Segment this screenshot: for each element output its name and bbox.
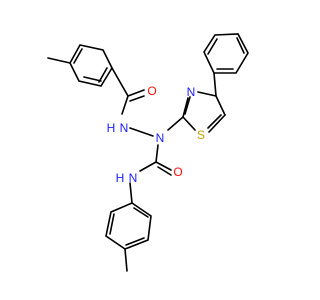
bond bbox=[157, 166, 172, 176]
bond bbox=[73, 48, 83, 64]
benzene-ring-bottom bbox=[105, 202, 152, 250]
bond bbox=[124, 248, 128, 272]
bond bbox=[208, 114, 226, 133]
bonds bbox=[47, 33, 249, 272]
bond bbox=[207, 114, 222, 129]
oxygen-atom-urea: O bbox=[173, 165, 182, 179]
bond bbox=[129, 182, 133, 204]
chemical-structure: O H N N S N O N H bbox=[47, 33, 249, 272]
nitrogen-atom-central: N bbox=[156, 131, 165, 145]
benzene-ring-top-left bbox=[69, 44, 113, 87]
bond bbox=[133, 207, 149, 218]
bond bbox=[197, 91, 217, 97]
bond bbox=[125, 237, 145, 246]
bond bbox=[121, 95, 129, 115]
nitrogen-atom-hydrazide: N bbox=[120, 121, 129, 135]
bond bbox=[182, 97, 189, 118]
bond bbox=[167, 116, 184, 131]
nitrogen-atom-thiazole: N bbox=[187, 85, 196, 99]
bond bbox=[236, 37, 245, 54]
bond bbox=[215, 95, 226, 116]
bond bbox=[155, 161, 172, 171]
oxygen-atom-amide: O bbox=[147, 84, 156, 98]
hydrogen-atom-urea: H bbox=[116, 171, 125, 185]
sulfur-atom-thiazole: S bbox=[197, 128, 205, 142]
bond bbox=[109, 213, 115, 235]
bond bbox=[83, 76, 102, 82]
bond bbox=[155, 144, 159, 163]
bond bbox=[129, 127, 154, 137]
bond bbox=[213, 72, 217, 97]
bond bbox=[182, 116, 196, 131]
bond bbox=[111, 67, 129, 97]
hydrogen-atom-hydrazide: H bbox=[107, 121, 116, 135]
bond bbox=[129, 95, 145, 102]
phenyl-ring-top-right bbox=[203, 33, 249, 74]
atom-labels: O H N N S N O N H bbox=[107, 84, 205, 185]
bond bbox=[184, 96, 191, 115]
bond bbox=[139, 161, 157, 172]
nitrogen-atom-urea: N bbox=[129, 171, 138, 185]
bond bbox=[127, 89, 145, 97]
bond bbox=[98, 67, 108, 83]
bond bbox=[207, 38, 218, 55]
bond bbox=[47, 57, 71, 64]
